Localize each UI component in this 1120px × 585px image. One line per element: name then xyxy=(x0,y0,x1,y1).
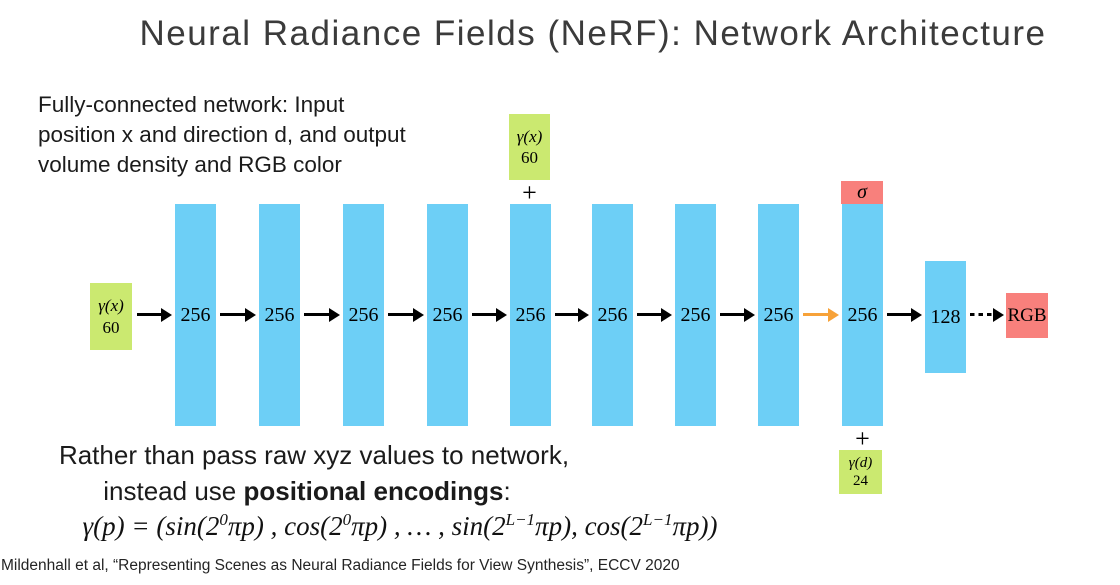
layer-bar-128: 128 xyxy=(925,261,966,373)
skip-connection-arrow xyxy=(803,307,839,322)
flow-arrow xyxy=(388,307,424,322)
layer-size-label: 256 xyxy=(264,303,295,326)
encoding-dim-label: 60 xyxy=(102,317,120,337)
flow-arrow xyxy=(720,307,755,322)
formula-segment: γ(p) = (sin(2 xyxy=(82,511,220,541)
layer-size-label: 256 xyxy=(348,303,379,326)
description-line: Fully-connected network: Input xyxy=(38,92,345,117)
layer-size-label: 128 xyxy=(930,305,961,328)
description-line: volume density and RGB color xyxy=(38,152,342,177)
formula-superscript: L−1 xyxy=(643,510,673,529)
plus-concat-icon: + xyxy=(522,178,537,207)
layer-size-label: 256 xyxy=(515,303,546,326)
sigma-output-box: σ xyxy=(841,181,883,204)
flow-arrow xyxy=(887,307,922,322)
encoding-dim-label: 24 xyxy=(853,473,868,489)
plus-concat-icon: + xyxy=(855,424,870,453)
input-arrow xyxy=(137,307,172,322)
flow-arrow xyxy=(555,307,589,322)
layer-bar-256: 256 xyxy=(343,204,384,426)
formula-segment: πp) , … , sin(2 xyxy=(351,511,506,541)
caption-line2-suffix: : xyxy=(503,476,511,506)
caption-line2: instead use positional encodings: xyxy=(0,476,614,507)
layer-size-label: 256 xyxy=(432,303,463,326)
layer-bar-256: 256 xyxy=(758,204,799,426)
layer-size-label: 256 xyxy=(597,303,628,326)
layer-size-label: 256 xyxy=(847,303,878,326)
layer-bar-256: 256 xyxy=(675,204,716,426)
rgb-output-dashed-arrow xyxy=(970,307,1004,322)
rgb-label: RGB xyxy=(1007,304,1047,326)
positional-encoding-formula: γ(p) = (sin(20πp) , cos(20πp) , … , sin(… xyxy=(10,511,790,542)
gamma-x-label: γ(x) xyxy=(98,296,124,316)
description-text: Fully-connected network: Input position … xyxy=(38,90,406,180)
rgb-output-box: RGB xyxy=(1006,293,1048,338)
formula-superscript: L−1 xyxy=(505,510,536,529)
sigma-label: σ xyxy=(857,181,867,203)
formula-segment: πp), cos(2 xyxy=(535,511,644,541)
formula-superscript: 0 xyxy=(342,510,352,529)
layer-size-label: 256 xyxy=(180,303,211,326)
encoding-dim-label: 60 xyxy=(521,148,538,167)
caption-line2-bold: positional encodings xyxy=(243,476,504,506)
caption-line2-prefix: instead use xyxy=(103,476,244,506)
layer-size-label: 256 xyxy=(680,303,711,326)
input-encoding-box: γ(x) 60 xyxy=(90,283,132,350)
flow-arrow xyxy=(304,307,340,322)
layer-bar-256: 256 xyxy=(592,204,633,426)
layer-bar-256: 256 xyxy=(842,204,883,426)
gamma-d-label: γ(d) xyxy=(848,455,873,471)
layer-bar-256: 256 xyxy=(510,204,551,426)
formula-segment: πp) , cos(2 xyxy=(227,511,343,541)
layer-bar-256: 256 xyxy=(259,204,300,426)
citation-text: Mildenhall et al, “Representing Scenes a… xyxy=(1,557,680,574)
description-line: position x and direction d, and output xyxy=(38,122,406,147)
flow-arrow xyxy=(637,307,672,322)
formula-segment: πp)) xyxy=(672,511,718,541)
flow-arrow xyxy=(472,307,507,322)
layer-size-label: 256 xyxy=(763,303,794,326)
direction-encoding-box: γ(d) 24 xyxy=(839,450,882,494)
layer-bar-256: 256 xyxy=(175,204,216,426)
skip-encoding-box: γ(x) 60 xyxy=(509,114,550,180)
formula-superscript: 0 xyxy=(219,510,228,529)
layer-bar-256: 256 xyxy=(427,204,468,426)
gamma-x-label: γ(x) xyxy=(516,126,543,146)
flow-arrow xyxy=(220,307,256,322)
slide-title: Neural Radiance Fields (NeRF): Network A… xyxy=(139,14,1047,53)
caption-line1: Rather than pass raw xyz values to netwo… xyxy=(58,440,570,470)
